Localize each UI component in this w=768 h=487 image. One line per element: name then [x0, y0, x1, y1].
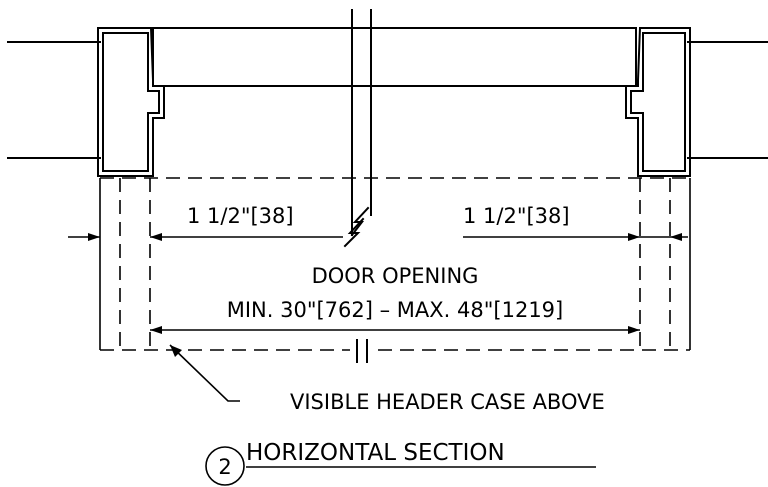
left-door-frame: [97, 27, 165, 177]
hidden-header-case: [99, 177, 691, 363]
section-number: 2: [218, 455, 231, 479]
right-offset-dimension: 1 1/2"[38]: [463, 204, 688, 241]
header-case-callout: VISIBLE HEADER CASE ABOVE: [169, 344, 605, 414]
left-offset-label: 1 1/2"[38]: [187, 204, 294, 228]
right-door-frame: [625, 27, 691, 177]
callout-note: VISIBLE HEADER CASE ABOVE: [290, 390, 605, 414]
section-title-block: 2 HORIZONTAL SECTION: [205, 440, 596, 486]
left-offset-dimension: 1 1/2"[38]: [68, 204, 343, 241]
door-stile: [343, 9, 372, 248]
right-wall: [687, 41, 768, 159]
section-title: HORIZONTAL SECTION: [246, 440, 505, 466]
section-number-bubble: [205, 446, 245, 486]
left-wall: [7, 41, 101, 159]
header-bar: [154, 27, 637, 87]
right-offset-label: 1 1/2"[38]: [463, 204, 570, 228]
door-opening-dimension: DOOR OPENING MIN. 30"[762] – MAX. 48"[12…: [150, 264, 640, 334]
door-opening-range: MIN. 30"[762] – MAX. 48"[1219]: [227, 298, 564, 322]
door-opening-label: DOOR OPENING: [312, 264, 479, 288]
